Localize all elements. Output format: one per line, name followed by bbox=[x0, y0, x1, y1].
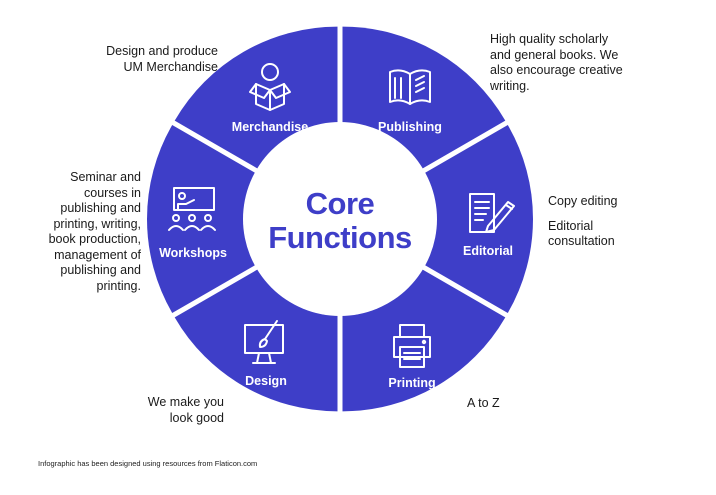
description-line: UM Merchandise bbox=[123, 59, 218, 74]
description-line: also encourage creative bbox=[490, 63, 623, 77]
publishing-description: High quality scholarly and general books… bbox=[490, 32, 623, 94]
description-line: courses in bbox=[84, 185, 141, 200]
description-line: book production, bbox=[48, 232, 141, 246]
segment-label-publishing: Publishing bbox=[378, 120, 442, 134]
center-title-line2: Functions bbox=[268, 220, 412, 255]
segment-editorial bbox=[345, 125, 533, 313]
book-icon bbox=[389, 69, 431, 105]
description-line: Design and produce bbox=[106, 44, 218, 58]
segment-label-printing: Printing bbox=[388, 376, 435, 390]
attribution-footer: Infographic has been designed using reso… bbox=[38, 459, 258, 468]
description-line: and general books. We bbox=[490, 47, 619, 62]
description-line: printing, writing, bbox=[53, 216, 141, 231]
presentation-audience-icon bbox=[168, 187, 216, 231]
document-pen-icon bbox=[469, 193, 515, 233]
description-line: writing. bbox=[490, 78, 530, 93]
description-line: consultation bbox=[548, 234, 615, 248]
segment-label-merchandise: Merchandise bbox=[232, 120, 308, 134]
description-line: Editorial bbox=[548, 218, 594, 233]
segment-workshops bbox=[147, 125, 335, 313]
description-line: Seminar and bbox=[70, 170, 141, 184]
segment-label-design: Design bbox=[245, 374, 287, 388]
merchandise-description: Design and produce UM Merchandise bbox=[106, 44, 218, 75]
segment-label-workshops: Workshops bbox=[159, 246, 227, 260]
open-box-icon bbox=[249, 63, 291, 111]
spacer bbox=[548, 210, 618, 219]
monitor-brush-icon bbox=[244, 320, 284, 364]
segment-label-editorial: Editorial bbox=[463, 244, 513, 258]
description-line: A to Z bbox=[467, 396, 500, 410]
description-line: publishing and bbox=[60, 201, 141, 215]
description-line: management of bbox=[54, 247, 141, 262]
printing-description: A to Z bbox=[467, 396, 500, 412]
design-description: We make you look good bbox=[148, 395, 224, 426]
editorial-description: Copy editing Editorial consultation bbox=[548, 194, 618, 250]
description-line: Copy editing bbox=[548, 194, 618, 208]
center-title-line1: Core bbox=[306, 186, 375, 221]
center-circle bbox=[243, 122, 437, 316]
description-line: High quality scholarly bbox=[490, 32, 609, 46]
printer-icon bbox=[393, 324, 431, 368]
description-line: printing. bbox=[96, 278, 141, 293]
description-line: look good bbox=[169, 410, 224, 425]
description-line: publishing and bbox=[60, 263, 141, 277]
workshops-description: Seminar and courses in publishing and pr… bbox=[49, 170, 141, 294]
description-line: We make you bbox=[147, 395, 224, 409]
